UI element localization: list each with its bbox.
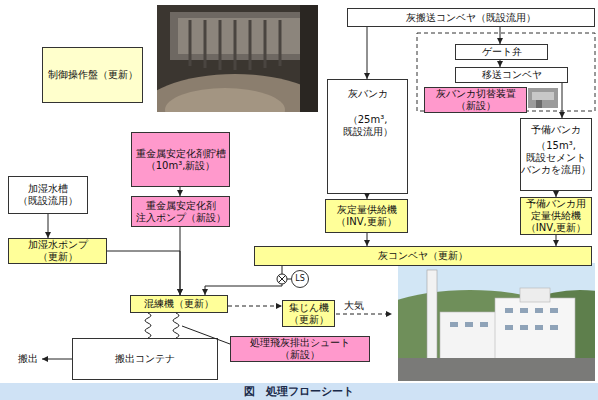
equipment-photo bbox=[157, 5, 318, 112]
flow-connector bbox=[500, 27, 501, 44]
process-box: ゲート弁 bbox=[455, 44, 548, 60]
node-text: 集じん機 （更新） bbox=[283, 302, 334, 326]
process-box: 灰バンカ切替装置（新設） bbox=[424, 87, 527, 113]
valve-symbol bbox=[277, 274, 287, 284]
flow-connector bbox=[48, 214, 49, 238]
plant-building-photo bbox=[398, 263, 595, 381]
process-box: 重金属安定化剤 注入ポンプ（新設） bbox=[131, 196, 230, 227]
node-text: 灰バンカ bbox=[348, 88, 388, 100]
flow-connector bbox=[180, 227, 181, 295]
process-box: 処理飛灰排出シュート（新設） bbox=[230, 336, 370, 362]
node-text: 灰コンベヤ（更新） bbox=[378, 250, 468, 262]
flow-connector bbox=[500, 60, 501, 67]
switch-device-photo bbox=[528, 88, 558, 108]
node-text: 混練機（更新） bbox=[144, 298, 214, 310]
node-text: 灰バンカ切替装置（新設） bbox=[425, 88, 526, 112]
figure-caption: 図 処理フローシート bbox=[0, 383, 598, 400]
node-text: 重金属安定化剤貯槽 （10m³,新設） bbox=[132, 148, 229, 172]
process-box: 重金属安定化剤貯槽 （10m³,新設） bbox=[131, 132, 230, 187]
node-text: 加湿水槽 （既設流用） bbox=[9, 183, 87, 207]
node-text: 加湿水ポンプ（更新） bbox=[9, 239, 106, 263]
node-text: LS bbox=[295, 274, 305, 284]
edge-group bbox=[48, 27, 562, 338]
exhaust-arrow bbox=[336, 314, 392, 315]
node-text: ゲート弁 bbox=[482, 46, 522, 58]
flow-connector bbox=[180, 187, 181, 196]
free-label: 搬出 bbox=[18, 352, 38, 366]
sensor-circle: LS bbox=[291, 270, 309, 288]
process-box: 搬出コンテナ bbox=[72, 338, 218, 380]
flow-connector bbox=[367, 27, 368, 79]
node-text: 搬出コンテナ bbox=[115, 353, 175, 365]
chute-flow bbox=[173, 313, 179, 338]
process-box: 制御操作盤（更新） bbox=[42, 47, 143, 103]
flow-connector bbox=[556, 235, 557, 246]
discharge-arrow bbox=[42, 359, 72, 360]
process-box: 灰コンベヤ（更新） bbox=[254, 246, 592, 266]
free-label: 大気 bbox=[344, 299, 364, 313]
process-box: 灰搬送コンベヤ（既設流用） bbox=[347, 8, 595, 27]
node-text: 灰搬送コンベヤ（既設流用） bbox=[406, 12, 536, 24]
process-box: 予備バンカ用 定量供給機 （INV,更新） bbox=[520, 197, 592, 235]
node-text: 制御操作盤（更新） bbox=[48, 69, 138, 81]
node-text: （25m³, 既設流用） bbox=[328, 114, 407, 138]
process-box: 加湿水槽 （既設流用） bbox=[8, 176, 88, 214]
flow-connector bbox=[107, 251, 180, 295]
process-box: 灰バンカ （25m³, 既設流用） bbox=[327, 79, 408, 194]
flow-connector bbox=[562, 83, 563, 118]
process-box: 予備バンカ （15m³, 既設セメント バンカを流用） bbox=[520, 118, 592, 191]
node-text: 移送コンベヤ bbox=[482, 69, 542, 81]
process-box: 混練機（更新） bbox=[130, 295, 228, 313]
node-text: 予備バンカ bbox=[531, 124, 581, 136]
node-text: 灰定量供給機 （INV,更新） bbox=[326, 204, 407, 228]
node-text: 重金属安定化剤 注入ポンプ（新設） bbox=[132, 200, 229, 224]
chute-flow bbox=[145, 313, 151, 338]
flow-connector bbox=[205, 266, 282, 295]
node-text: 予備バンカ用 定量供給機 （INV,更新） bbox=[521, 198, 591, 234]
node-text: （15m³, 既設セメント バンカを流用） bbox=[521, 140, 591, 176]
process-box: 灰定量供給機 （INV,更新） bbox=[325, 199, 408, 233]
node-text: 処理飛灰排出シュート（新設） bbox=[231, 337, 369, 361]
process-box: 加湿水ポンプ（更新） bbox=[8, 238, 107, 264]
flow-connector bbox=[228, 306, 282, 307]
process-box: 集じん機 （更新） bbox=[282, 300, 335, 327]
flow-connector bbox=[367, 233, 368, 246]
process-box: 移送コンベヤ bbox=[455, 67, 568, 83]
